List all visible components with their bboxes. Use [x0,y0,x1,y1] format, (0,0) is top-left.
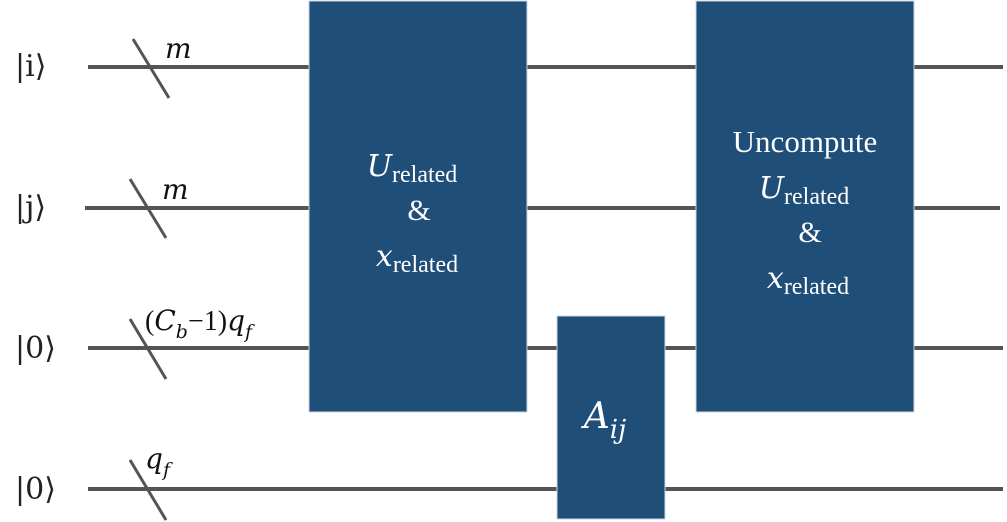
bundle-slash-i [131,38,171,99]
uncompute-gate-x-related: xrelated [767,261,849,300]
oracle-gate-label: Aij [581,396,626,445]
state-label-j: |j⟩ [15,190,46,225]
width-label-ancilla-c: (Cb−1)qf [145,304,255,343]
register-widths: m m (Cb−1)qf qf [145,32,255,481]
width-label-ancilla-q: qf [145,442,173,481]
input-states: |i⟩ |j⟩ |0⟩ |0⟩ [15,49,56,507]
compute-gate-ampersand: & [407,194,430,227]
compute-gate: Urelated & xrelated [308,0,528,413]
compute-gate-x-related: xrelated [376,239,458,278]
bundle-slash-ancilla-q [128,459,168,521]
oracle-gate-box [556,315,666,520]
state-label-ancilla-c: |0⟩ [15,331,56,366]
compute-gate-u-related: Urelated [367,149,458,188]
bundle-slash-j [128,178,168,239]
uncompute-gate-u-related: Urelated [759,171,850,210]
state-label-ancilla-q: |0⟩ [15,472,56,507]
bundle-slash-ancilla-c [128,318,168,380]
uncompute-gate-ampersand: & [798,216,821,249]
bundle-slashes [128,38,171,521]
uncompute-gate-box [695,0,915,413]
width-label-i: m [165,32,192,65]
uncompute-gate: Uncompute Urelated & xrelated [695,0,915,413]
uncompute-gate-title: Uncompute [733,124,878,159]
oracle-gate: Aij [556,315,666,520]
compute-gate-box [308,0,528,413]
state-label-i: |i⟩ [15,49,46,84]
width-label-j: m [162,173,189,206]
